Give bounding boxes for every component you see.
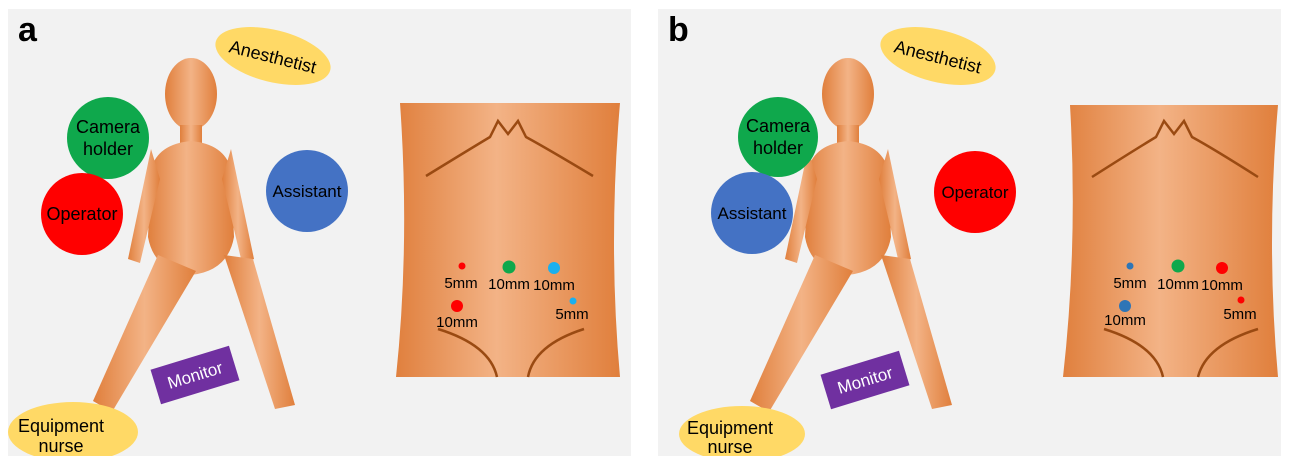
panel-a: a [8,9,631,456]
port-dot [1238,297,1245,304]
anesthetist-badge: Anesthetist [209,16,336,95]
camera-holder-label-line2: holder [83,139,133,159]
port-label: 5mm [555,306,588,323]
port-dot [1216,262,1228,274]
camera-holder-label-line2: holder [753,138,803,158]
camera-holder-badge: Camera holder [738,97,818,177]
monitor-badge: Monitor [821,351,910,409]
port-label: 10mm [533,277,575,294]
port-dot [503,261,516,274]
assistant-label: Assistant [718,204,787,223]
equipment-nurse-badge: Equipment nurse [8,402,138,456]
monitor-badge: Monitor [151,346,240,404]
equipment-nurse-badge: Equipment nurse [679,406,805,456]
port-dot [1127,263,1134,270]
assistant-label: Assistant [273,182,342,201]
port-dot [1119,300,1131,312]
port-label: 10mm [1104,312,1146,329]
equipment-nurse-label-line2: nurse [38,436,83,456]
operator-label: Operator [46,204,117,224]
port-label: 5mm [1113,275,1146,292]
port-label: 5mm [1223,306,1256,323]
abdomen-diagram: 5mm 10mm 10mm 10mm 5mm [1063,105,1278,377]
equipment-nurse-label-line1: Equipment [687,418,773,438]
abdomen-diagram: 5mm 10mm 10mm 10mm 5mm [396,103,620,377]
or-layout-diagram: Anesthetist Camera holder Assistant Oper… [658,9,1281,456]
port-dot [451,300,463,312]
panel-b: b Anesthetist [658,9,1281,456]
equipment-nurse-label-line1: Equipment [18,416,104,436]
port-dot [459,263,466,270]
assistant-badge: Assistant [266,150,348,232]
anesthetist-badge: Anesthetist [874,16,1001,95]
operator-badge: Operator [41,173,123,255]
port-label: 5mm [444,275,477,292]
port-label: 10mm [436,314,478,331]
port-dot [1172,260,1185,273]
port-label: 10mm [488,276,530,293]
camera-holder-label-line1: Camera [76,117,141,137]
port-dot [548,262,560,274]
camera-holder-badge: Camera holder [67,97,149,179]
port-dot [570,298,577,305]
or-layout-diagram: Anesthetist Camera holder Operator Assis… [8,9,631,456]
equipment-nurse-label-line2: nurse [707,437,752,456]
port-label: 10mm [1157,276,1199,293]
operator-badge: Operator [934,151,1016,233]
port-label: 10mm [1201,277,1243,294]
camera-holder-label-line1: Camera [746,116,811,136]
operator-label: Operator [941,183,1008,202]
assistant-badge: Assistant [711,172,793,254]
